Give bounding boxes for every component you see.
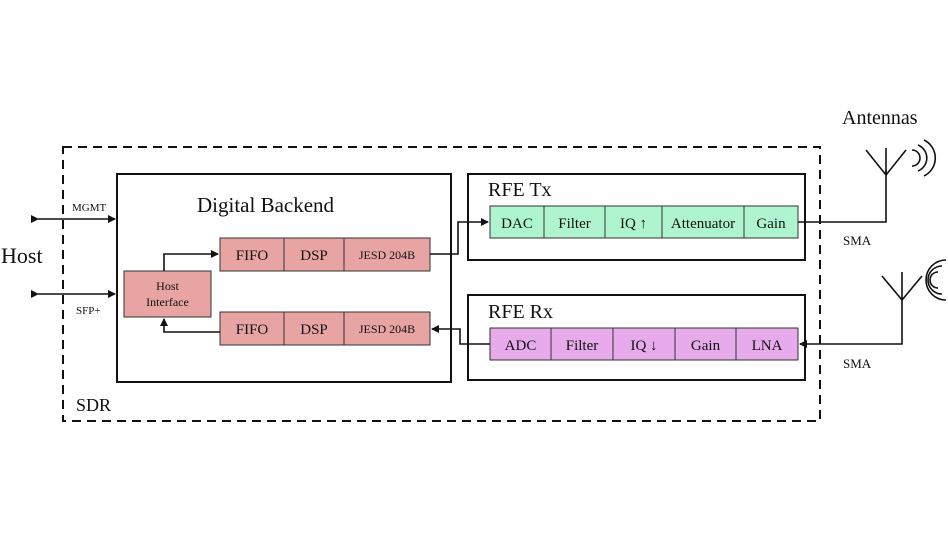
lna-label: LNA <box>752 338 783 354</box>
adc-to-jesd-arrow <box>431 325 490 345</box>
filter-rx-label: Filter <box>566 338 599 354</box>
sdr-boundary <box>62 146 821 422</box>
fifo-tx-block <box>219 237 285 272</box>
jesd-tx-label: JESD 204B <box>359 248 415 262</box>
dac-label: DAC <box>501 216 533 232</box>
digital-backend-title: Digital Backend <box>197 193 335 217</box>
fifo-rx-block <box>219 311 285 346</box>
iq-down-label: IQ ↓ <box>630 338 657 354</box>
lna-block <box>735 327 799 361</box>
iq-up-block <box>604 205 663 239</box>
tx-antenna-icon <box>865 139 937 177</box>
sfp-label: SFP+ <box>76 305 101 317</box>
jesd-rx-label: JESD 204B <box>359 322 415 336</box>
jesd-rx-block <box>343 311 431 346</box>
tx-antenna-feed <box>798 170 887 223</box>
host-label: Host <box>1 243 43 268</box>
attenuator-label: Attenuator <box>671 216 735 232</box>
fifo-rx-label: FIFO <box>236 322 269 338</box>
rfe-tx-title: RFE Tx <box>488 179 552 201</box>
rfe-rx-title: RFE Rx <box>488 301 553 323</box>
host-interface-label: Host <box>156 279 179 293</box>
dsp-tx-label: DSP <box>300 248 328 264</box>
host-interface-label: Interface <box>146 295 189 309</box>
filter-rx-block <box>550 327 614 361</box>
rx-to-hi-arrow <box>160 318 220 333</box>
rx-antenna-feed <box>799 297 903 348</box>
host-interface-block <box>123 270 212 318</box>
iq-down-block <box>612 327 676 361</box>
iq-up-label: IQ ↑ <box>620 216 647 232</box>
mgmt-label: MGMT <box>72 202 107 214</box>
fifo-tx-label: FIFO <box>236 248 269 264</box>
dac-block <box>489 205 545 239</box>
dsp-rx-label: DSP <box>300 322 328 338</box>
gain-rx-label: Gain <box>691 338 721 354</box>
sma-tx-label: SMA <box>843 233 872 248</box>
gain-rx-block <box>674 327 737 361</box>
gain-tx-block <box>743 205 799 239</box>
hi-to-tx-arrow <box>163 250 219 271</box>
jesd-to-dac-arrow <box>430 218 489 255</box>
gain-tx-label: Gain <box>756 216 786 232</box>
rx-antenna-icon <box>881 259 947 301</box>
filter-tx-label: Filter <box>558 216 591 232</box>
dsp-rx-block <box>283 311 345 346</box>
jesd-tx-block <box>343 237 431 272</box>
sma-rx-label: SMA <box>843 356 872 371</box>
dsp-tx-block <box>283 237 345 272</box>
sdr-label: SDR <box>76 395 111 415</box>
adc-label: ADC <box>505 338 537 354</box>
antennas-label: Antennas <box>842 107 918 129</box>
